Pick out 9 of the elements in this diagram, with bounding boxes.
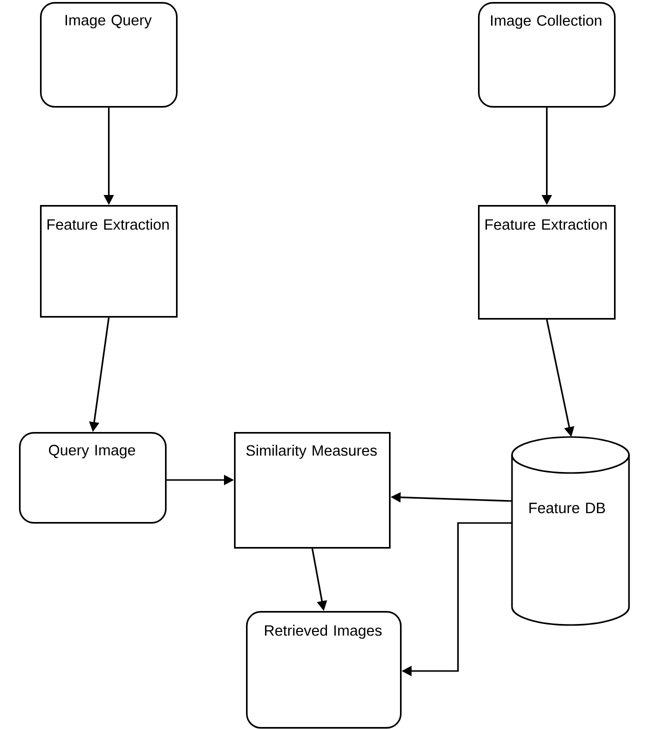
- process-box: Feature Extraction: [40, 205, 178, 318]
- rounded-box: Image Collection: [478, 2, 616, 108]
- rounded-box: Image Query: [40, 2, 178, 108]
- process-box: Similarity Measures: [234, 432, 391, 549]
- node-label: Feature DB: [529, 502, 605, 514]
- rounded-box: Retrieved Images: [246, 611, 402, 729]
- process-box: Feature Extraction: [478, 205, 616, 320]
- database-cylinder: Feature DB: [511, 436, 630, 626]
- rounded-box: Query Image: [19, 432, 167, 524]
